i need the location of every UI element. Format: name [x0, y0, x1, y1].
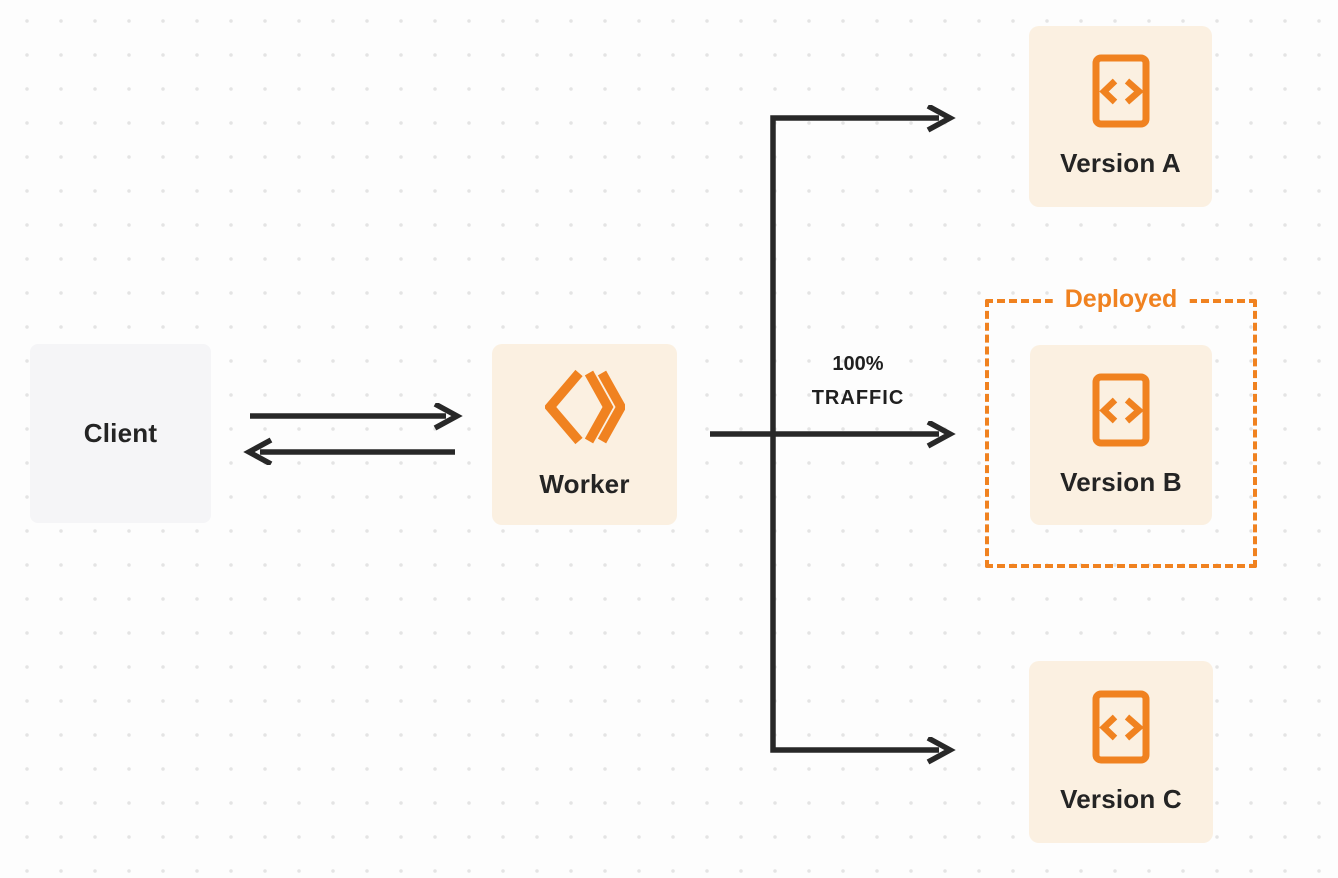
traffic-percentage-label: 100% TRAFFIC	[788, 347, 928, 415]
traffic-percent-text: 100%	[832, 353, 884, 375]
worker-label: Worker	[539, 469, 630, 499]
node-version-c: Version C	[1029, 661, 1213, 843]
deployed-region-outline: Deployed	[985, 285, 1257, 568]
code-file-icon	[1092, 690, 1150, 764]
branch-arrows-version-a-and-c	[770, 118, 939, 750]
cloudflare-workers-icon	[543, 369, 626, 445]
traffic-word-text: TRAFFIC	[811, 387, 905, 409]
deployed-badge: Deployed	[1052, 285, 1190, 314]
code-file-icon	[1092, 373, 1150, 447]
node-worker: Worker	[492, 344, 677, 525]
version-c-label: Version C	[1060, 783, 1182, 814]
version-a-label: Version A	[1060, 148, 1181, 178]
node-client: Client	[30, 344, 211, 523]
version-b-label: Version B	[1060, 466, 1182, 497]
code-file-icon	[1092, 54, 1150, 128]
node-version-b: Version B	[1030, 345, 1212, 525]
client-label: Client	[83, 418, 158, 448]
node-version-a: Version A	[1029, 26, 1212, 207]
